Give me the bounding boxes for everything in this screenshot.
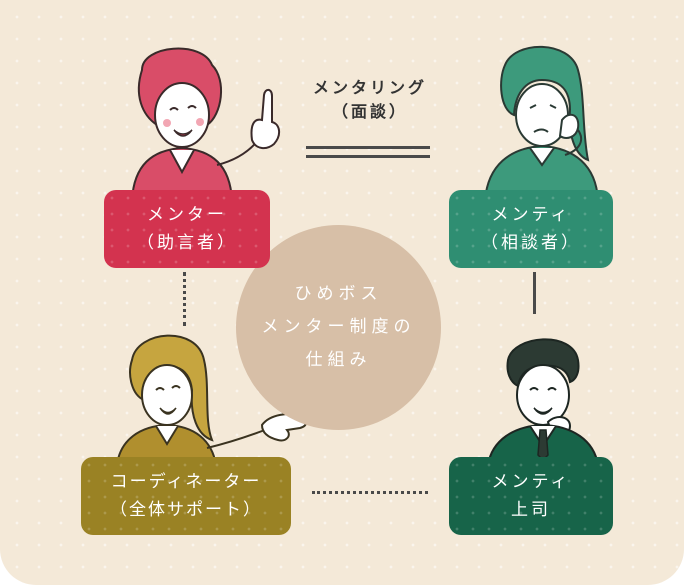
mentee-role-subtitle: （相談者） xyxy=(481,233,581,253)
center-title-circle: ひめボス メンター制度の 仕組み xyxy=(236,225,441,430)
center-title-line1: ひめボス xyxy=(294,284,383,304)
coordinator-role-title: コーディネーター xyxy=(110,472,262,492)
mentor-mentee-line-bottom xyxy=(306,155,430,158)
mentor-role-box: メンター （助言者） xyxy=(104,190,270,268)
boss-role-subtitle: 上司 xyxy=(511,500,551,520)
mentor-mentee-line-top xyxy=(306,146,430,149)
mentee-illustration xyxy=(483,45,600,201)
coordinator-boss-dotted-line xyxy=(312,491,428,494)
center-title-line3: 仕組み xyxy=(305,350,372,370)
mentor-illustration xyxy=(130,47,280,201)
center-title-line2: メンター制度の xyxy=(261,317,416,337)
mentee-role-box: メンティ （相談者） xyxy=(449,190,613,268)
boss-illustration xyxy=(486,338,600,466)
mentee-role-title: メンティ xyxy=(491,205,571,225)
mentee-boss-solid-line xyxy=(533,272,536,314)
mentoring-label-line1: メンタリング xyxy=(312,78,427,97)
mentoring-label: メンタリング （面談） xyxy=(290,76,450,124)
mentor-role-subtitle: （助言者） xyxy=(137,233,237,253)
mentoring-label-line2: （面談） xyxy=(331,102,408,121)
mentor-coordinator-dotted-line xyxy=(183,272,186,326)
coordinator-role-box: コーディネーター （全体サポート） xyxy=(81,457,291,535)
boss-role-box: メンティ 上司 xyxy=(449,457,613,535)
mentor-role-title: メンター xyxy=(147,205,227,225)
boss-role-title: メンティ xyxy=(491,472,571,492)
coordinator-role-subtitle: （全体サポート） xyxy=(110,500,262,520)
